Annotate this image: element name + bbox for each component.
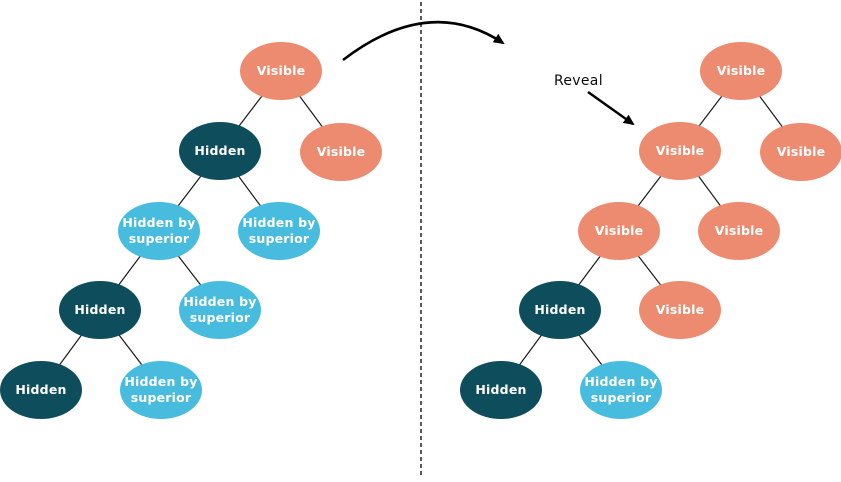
tree-node-hidden: Hidden bbox=[519, 281, 601, 339]
tree-node-hidden: Hidden bbox=[59, 281, 141, 339]
tree-node-visible: Visible bbox=[760, 123, 841, 181]
tree-node-hidden: Hidden bbox=[460, 361, 542, 419]
tree-node-visible: Visible bbox=[700, 42, 782, 100]
reveal-arrow bbox=[587, 91, 635, 126]
tree-node-hidden: Hidden bbox=[0, 361, 82, 419]
reveal-label: Reveal bbox=[554, 73, 603, 89]
tree-node-visible: Visible bbox=[639, 122, 721, 180]
tree-node-visible: Visible bbox=[639, 281, 721, 339]
tree-node-hidden-by-superior: Hidden by superior bbox=[118, 202, 200, 260]
tree-node-visible: Visible bbox=[300, 123, 382, 181]
tree-node-hidden: Hidden bbox=[179, 122, 261, 180]
transfer-curved-arrow bbox=[342, 20, 505, 62]
tree-node-hidden-by-superior: Hidden by superior bbox=[179, 281, 261, 339]
tree-node-visible: Visible bbox=[578, 202, 660, 260]
tree-node-hidden-by-superior: Hidden by superior bbox=[580, 361, 662, 419]
tree-node-visible: Visible bbox=[698, 202, 780, 260]
tree-node-visible: Visible bbox=[240, 42, 322, 100]
tree-node-hidden-by-superior: Hidden by superior bbox=[238, 202, 320, 260]
tree-node-hidden-by-superior: Hidden by superior bbox=[120, 361, 202, 419]
